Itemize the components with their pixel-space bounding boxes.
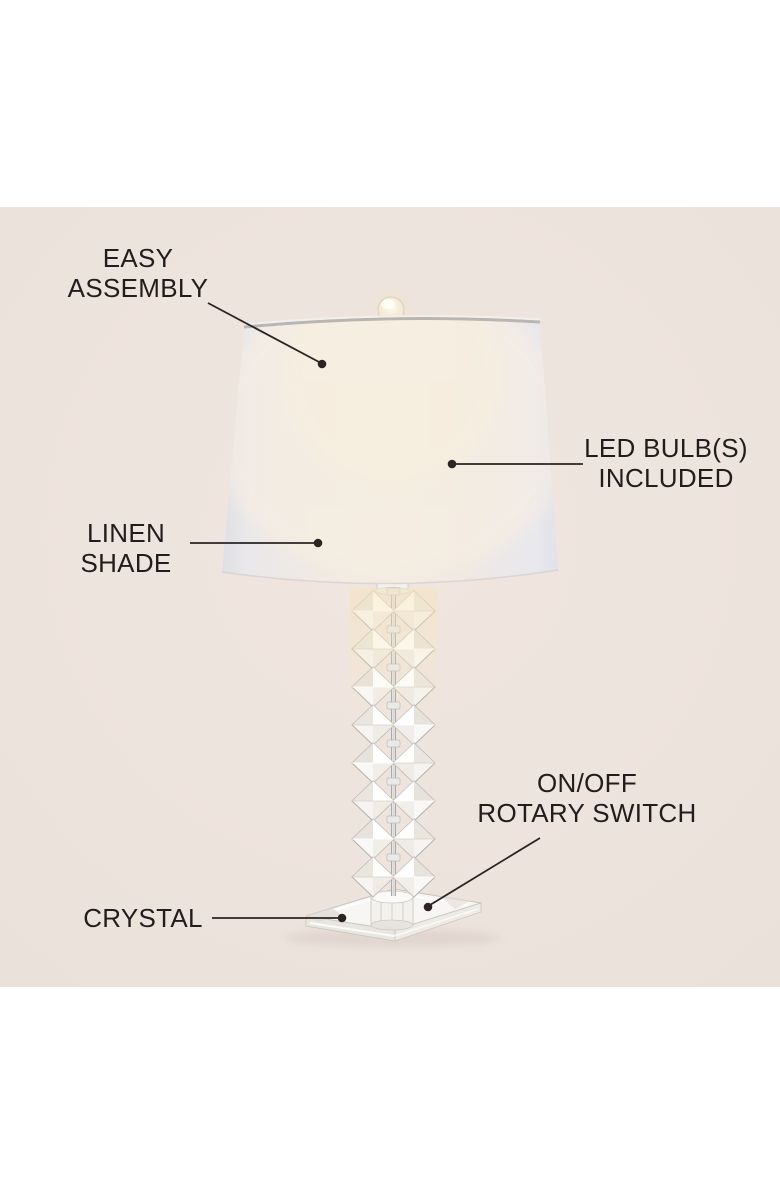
rotary-switch bbox=[370, 890, 414, 931]
callout-easy-assembly: EASY ASSEMBLY bbox=[38, 243, 238, 303]
callout-label: INCLUDED bbox=[598, 463, 734, 493]
callout-on-off-rotary-switch: ON/OFF ROTARY SWITCH bbox=[467, 768, 707, 828]
leader-line-rotary-switch bbox=[429, 837, 541, 906]
crystal-column bbox=[350, 587, 438, 898]
callout-led-bulbs-included: LED BULB(S) INCLUDED bbox=[566, 433, 766, 493]
leader-dot-led-bulbs bbox=[447, 459, 457, 469]
leader-lines bbox=[190, 302, 583, 923]
callout-label: EASY bbox=[102, 243, 174, 273]
callout-label: ROTARY SWITCH bbox=[477, 798, 697, 828]
lamp-shade bbox=[221, 314, 559, 585]
leader-dot-easy-assembly bbox=[317, 359, 327, 369]
callout-linen-shade: LINEN SHADE bbox=[26, 518, 226, 578]
callout-label: LINEN bbox=[86, 518, 166, 548]
leader-line-easy-assembly bbox=[207, 302, 320, 363]
leader-dot-rotary-switch bbox=[423, 902, 433, 912]
callout-label: LED BULB(S) bbox=[584, 433, 748, 463]
leader-dot-linen-shade bbox=[313, 538, 323, 548]
callout-label: CRYSTAL bbox=[83, 903, 203, 933]
callout-crystal: CRYSTAL bbox=[43, 903, 243, 933]
leader-dot-crystal bbox=[337, 913, 347, 923]
lamp-rod bbox=[391, 566, 396, 896]
callout-label: SHADE bbox=[80, 548, 172, 578]
callout-label: ON/OFF bbox=[536, 768, 637, 798]
callout-label: ASSEMBLY bbox=[67, 273, 209, 303]
